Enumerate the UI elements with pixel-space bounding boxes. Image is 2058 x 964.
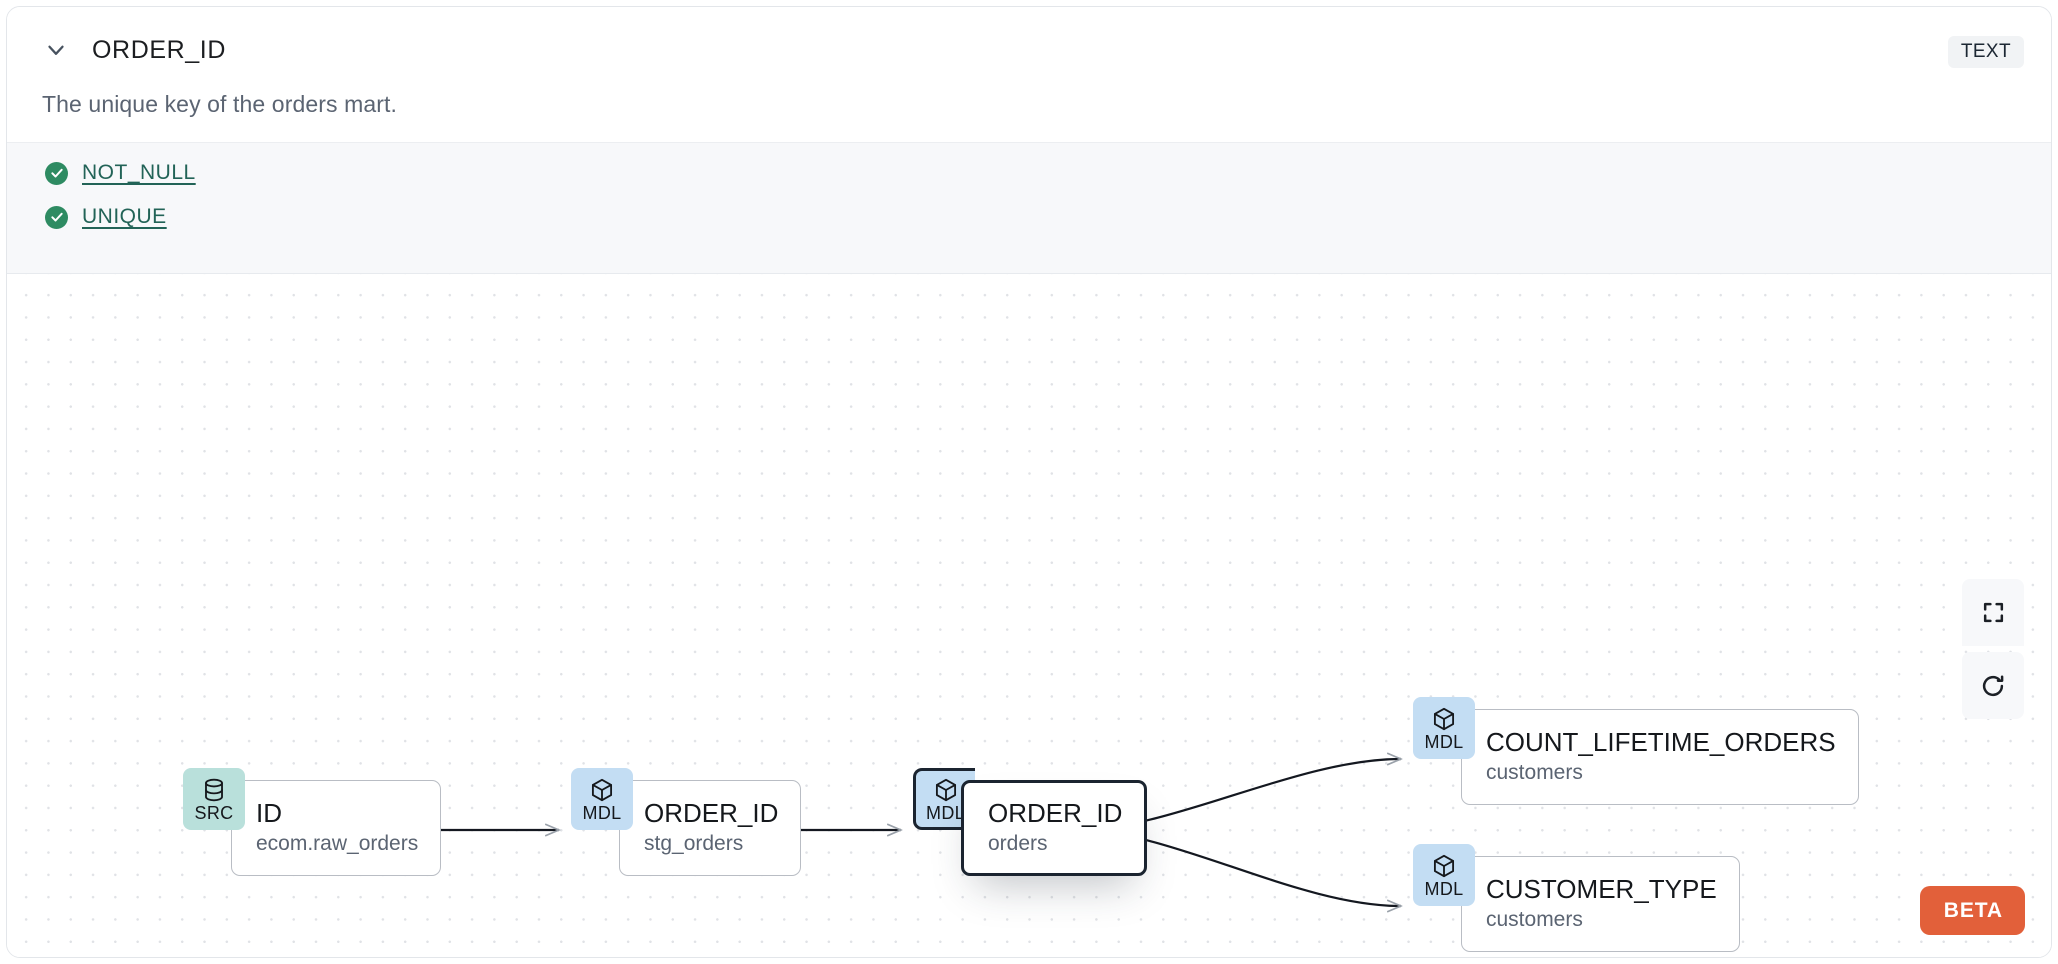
column-detail-card: ORDER_ID TEXT The unique key of the orde… <box>6 6 2052 958</box>
canvas-controls <box>1962 579 2024 719</box>
node-kind-label: MDL <box>926 802 965 823</box>
chevron-down-icon[interactable] <box>36 30 76 70</box>
node-body[interactable]: ID ecom.raw_orders <box>231 780 442 876</box>
check-circle-icon <box>45 205 68 229</box>
node-kind-badge: MDL <box>1413 697 1475 759</box>
tests-section: NOT_NULL UNIQUE <box>7 142 2051 274</box>
node-title: CUSTOMER_TYPE <box>1486 874 1717 905</box>
node-title: ORDER_ID <box>644 798 779 829</box>
node-body[interactable]: CUSTOMER_TYPE customers <box>1461 856 1740 952</box>
lineage-canvas[interactable]: SRC ID ecom.raw_orders MDL <box>7 274 2051 957</box>
node-subtitle: ecom.raw_orders <box>256 831 419 855</box>
node-kind-label: MDL <box>1424 878 1464 899</box>
fullscreen-icon <box>1981 600 2006 625</box>
test-row: UNIQUE <box>45 205 167 229</box>
node-subtitle: customers <box>1486 907 1583 931</box>
column-description: The unique key of the orders mart. <box>42 91 397 117</box>
header-row: ORDER_ID <box>7 29 2051 71</box>
cube-icon <box>1433 707 1455 730</box>
node-title: COUNT_LIFETIME_ORDERS <box>1486 727 1836 758</box>
reset-button[interactable] <box>1962 652 2024 719</box>
test-link-not-null[interactable]: NOT_NULL <box>82 161 196 184</box>
database-icon <box>205 778 223 801</box>
card-header: ORDER_ID TEXT The unique key of the orde… <box>7 7 2051 142</box>
cube-icon <box>591 778 613 801</box>
node-body[interactable]: COUNT_LIFETIME_ORDERS customers <box>1461 709 1859 805</box>
cube-icon <box>935 778 956 801</box>
node-kind-label: MDL <box>582 802 622 823</box>
node-kind-label: SRC <box>194 802 234 823</box>
data-type-badge: TEXT <box>1947 36 2024 68</box>
node-body[interactable]: ORDER_ID orders <box>961 780 1148 876</box>
beta-badge[interactable]: BETA <box>1919 886 2025 935</box>
node-subtitle: customers <box>1486 760 1583 784</box>
node-subtitle: stg_orders <box>644 831 744 855</box>
node-kind-label: MDL <box>1424 731 1464 752</box>
fit-view-button[interactable] <box>1962 579 2024 646</box>
node-body[interactable]: ORDER_ID stg_orders <box>619 780 802 876</box>
node-title: ID <box>256 798 282 829</box>
node-kind-badge: MDL <box>1413 844 1475 906</box>
node-kind-badge: SRC <box>183 768 245 830</box>
page-title: ORDER_ID <box>92 35 226 64</box>
check-circle-icon <box>45 161 68 185</box>
test-row: NOT_NULL <box>45 161 196 185</box>
test-link-unique[interactable]: UNIQUE <box>82 205 167 228</box>
node-kind-badge: MDL <box>571 768 633 830</box>
cube-icon <box>1433 854 1455 877</box>
refresh-icon <box>1980 673 2006 699</box>
node-title: ORDER_ID <box>988 798 1123 829</box>
node-subtitle: orders <box>988 831 1048 855</box>
